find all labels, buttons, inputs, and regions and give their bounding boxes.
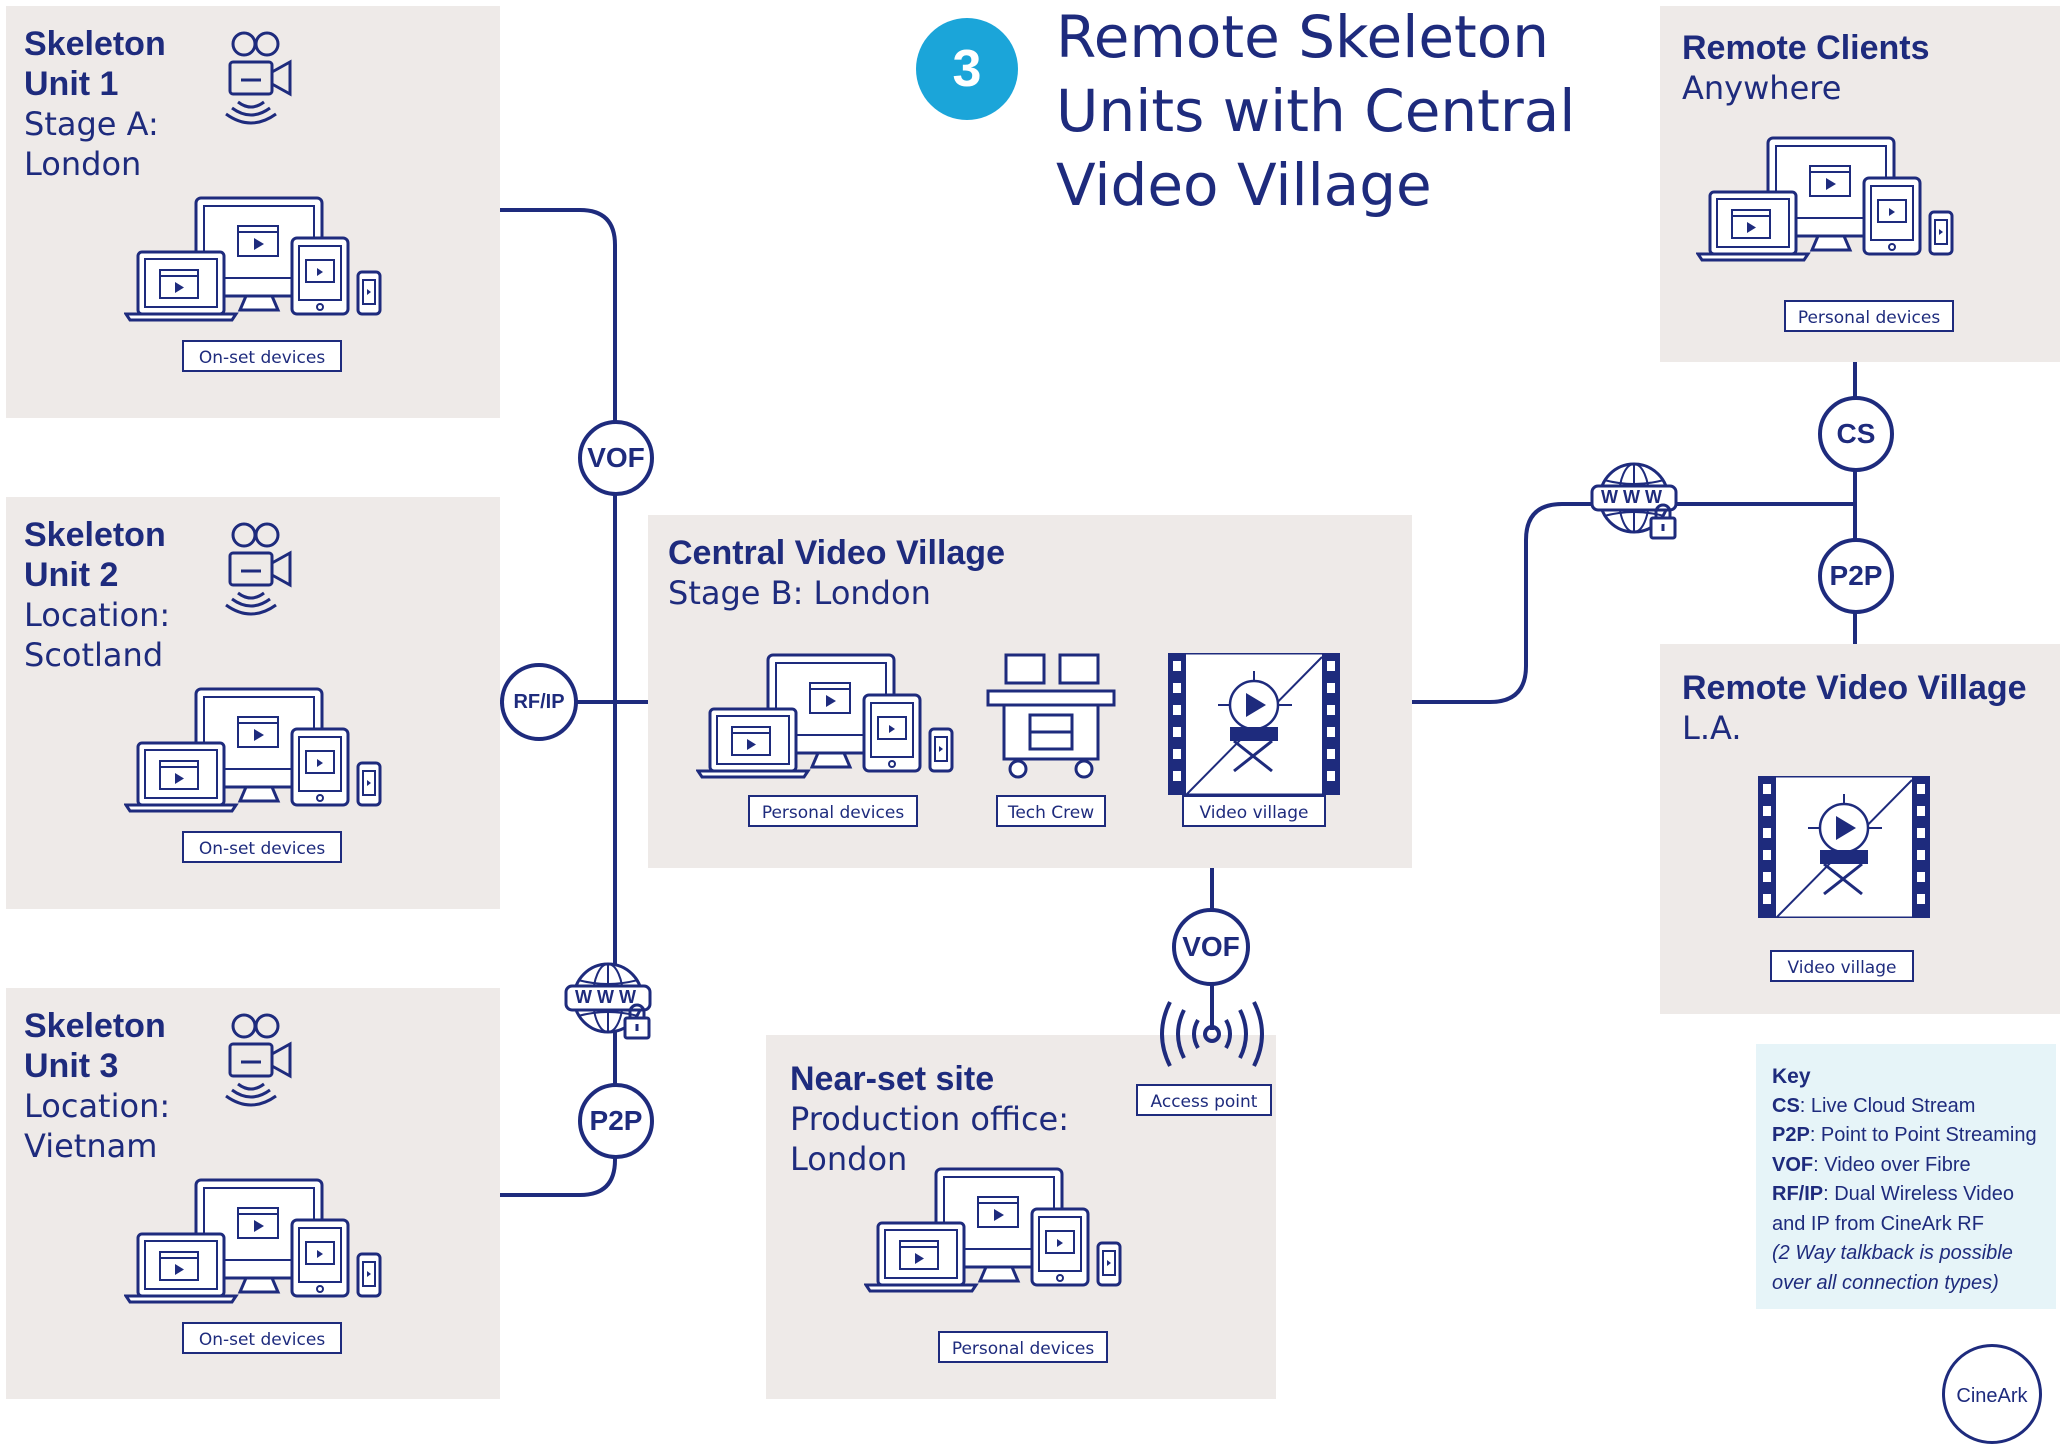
page-title: Remote Skeleton Units with Central Video… — [1056, 3, 1576, 219]
personal-devices-icon — [864, 1167, 1122, 1293]
remote-village-title: Remote Video Village — [1682, 669, 2027, 707]
remote-clients-panel: Remote Clients Anywhere Personal devices — [1660, 6, 2060, 362]
access-point-icon — [1160, 1001, 1264, 1067]
unit-location: Stage A: London — [24, 105, 159, 183]
tech-crew-label: Tech Crew — [996, 795, 1106, 827]
p2p-node: P2P — [1818, 538, 1894, 614]
personal-devices-label: Personal devices — [1784, 300, 1954, 332]
cineark-logo: CineArk — [1942, 1344, 2042, 1444]
central-title: Central Video Village — [668, 534, 1005, 572]
devices-label: On-set devices — [182, 831, 342, 863]
access-point-label: Access point — [1136, 1084, 1272, 1116]
remote-village-location: L.A. — [1682, 709, 1742, 747]
vof-node: VOF — [1172, 908, 1250, 986]
camera-icon — [224, 31, 292, 125]
camera-icon — [224, 1013, 292, 1107]
tech-crew-icon — [986, 653, 1116, 779]
key-item-rfip: RF/IP: Dual Wireless Video — [1772, 1183, 2014, 1205]
camera-icon — [224, 522, 292, 616]
key-item-p2p: P2P: Point to Point Streaming — [1772, 1124, 2037, 1146]
central-location: Stage B: London — [668, 574, 931, 612]
key-item-vof: VOF: Video over Fibre — [1772, 1153, 1971, 1176]
remote-clients-location: Anywhere — [1682, 69, 1842, 107]
key-item-cs: CS: Live Cloud Stream — [1772, 1094, 1976, 1117]
personal-devices-label: Personal devices — [938, 1331, 1108, 1363]
key-item-rfip-cont: and IP from CineArk RF — [1772, 1212, 1984, 1235]
www-label: WWW — [1601, 487, 1667, 507]
key-title: Key — [1772, 1065, 1811, 1088]
video-village-label: Video village — [1770, 950, 1914, 982]
p2p-node: P2P — [578, 1083, 654, 1159]
personal-devices-label: Personal devices — [748, 795, 918, 827]
remote-clients-title: Remote Clients — [1682, 29, 1930, 67]
devices-icon — [124, 1178, 382, 1304]
step-number-badge: 3 — [916, 18, 1018, 120]
central-video-village-panel: Central Video Village Stage B: London Pe… — [648, 515, 1412, 868]
personal-devices-icon — [1696, 136, 1954, 262]
video-village-label: Video village — [1182, 795, 1326, 827]
devices-icon — [124, 687, 382, 813]
nearset-title: Near-set site — [790, 1060, 995, 1098]
video-village-icon — [1758, 776, 1930, 918]
devices-label: On-set devices — [182, 1322, 342, 1354]
nearset-location: Production office: London — [790, 1100, 1069, 1178]
www-label: WWW — [575, 987, 641, 1007]
personal-devices-icon — [696, 653, 954, 779]
unit-location: Location: Vietnam — [24, 1087, 171, 1165]
remote-video-village-panel: Remote Video Village L.A. Video village — [1660, 644, 2060, 1014]
cs-node: CS — [1818, 396, 1894, 472]
devices-label: On-set devices — [182, 340, 342, 372]
vof-node: VOF — [578, 420, 654, 496]
devices-icon — [124, 196, 382, 322]
unit-location: Location: Scotland — [24, 596, 171, 674]
rfip-node: RF/IP — [500, 663, 578, 741]
key-legend: Key CS: Live Cloud Stream P2P: Point to … — [1756, 1044, 2056, 1309]
video-village-icon — [1168, 653, 1340, 795]
